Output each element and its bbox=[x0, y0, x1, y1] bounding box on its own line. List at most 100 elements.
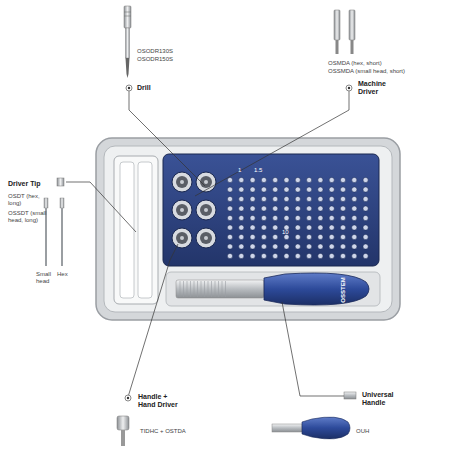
hand-driver-head bbox=[117, 416, 129, 430]
leader-lines bbox=[66, 89, 349, 397]
grid-socket bbox=[250, 253, 255, 258]
grid-socket bbox=[329, 225, 334, 230]
grid-socket bbox=[261, 196, 266, 201]
grid-socket bbox=[352, 187, 357, 192]
knurl-line bbox=[183, 281, 184, 297]
grid-socket bbox=[284, 206, 289, 211]
machine-driver-image bbox=[334, 10, 355, 54]
leader-line bbox=[128, 244, 178, 397]
grid-socket bbox=[284, 215, 289, 220]
drill-image bbox=[124, 6, 131, 78]
grid-socket bbox=[273, 177, 278, 182]
grid-socket bbox=[227, 225, 232, 230]
grid-socket bbox=[273, 196, 278, 201]
grid-socket bbox=[340, 244, 345, 249]
grid-socket bbox=[284, 187, 289, 192]
grid-socket bbox=[363, 196, 368, 201]
grid-socket bbox=[273, 206, 278, 211]
grid-socket bbox=[329, 244, 334, 249]
grid-socket bbox=[284, 244, 289, 249]
callout-bullet bbox=[126, 85, 132, 91]
part-label: OSODR150S bbox=[137, 56, 173, 63]
driver-body bbox=[334, 10, 340, 40]
grid-socket bbox=[273, 187, 278, 192]
grid-socket bbox=[340, 215, 345, 220]
grid-socket bbox=[329, 196, 334, 201]
callout-bullets bbox=[125, 85, 352, 401]
drill-shaft bbox=[126, 28, 130, 58]
drill-socket bbox=[172, 228, 192, 248]
knurl-line bbox=[204, 281, 205, 297]
part-label: Driver Tip bbox=[8, 180, 41, 188]
tip-rod bbox=[61, 208, 63, 266]
part-label: 1.5 bbox=[254, 167, 262, 174]
grid-socket bbox=[250, 234, 255, 239]
grid-socket bbox=[295, 177, 300, 182]
grid-socket bbox=[250, 244, 255, 249]
part-label: Hex bbox=[57, 271, 68, 278]
knurl-line bbox=[190, 281, 191, 297]
grid-socket bbox=[318, 253, 323, 258]
drill-socket-center bbox=[204, 236, 208, 240]
drill-shank bbox=[124, 6, 131, 28]
drill-socket bbox=[172, 200, 192, 220]
callout-bullet-dot bbox=[127, 397, 129, 399]
tray-outer bbox=[96, 138, 400, 320]
part-label: Small head bbox=[36, 271, 56, 285]
grid-socket bbox=[227, 196, 232, 201]
driver-tip-image bbox=[44, 178, 64, 266]
grid-socket bbox=[284, 234, 289, 239]
drill-block bbox=[163, 154, 379, 266]
grid-socket bbox=[329, 215, 334, 220]
grid-socket bbox=[352, 253, 357, 258]
drill-socket-center bbox=[180, 236, 184, 240]
grid-socket bbox=[307, 196, 312, 201]
knurl-line bbox=[215, 281, 216, 297]
drill-ring bbox=[124, 12, 131, 13]
grid-socket bbox=[318, 215, 323, 220]
hand-driver-shaft bbox=[176, 280, 264, 298]
driver-tip-icon bbox=[57, 178, 64, 186]
tip-slot bbox=[138, 162, 152, 298]
grid-socket bbox=[340, 225, 345, 230]
grid-socket bbox=[307, 215, 312, 220]
grid-socket bbox=[352, 244, 357, 249]
driver-tip bbox=[336, 40, 339, 54]
tray-inner bbox=[104, 146, 392, 312]
handle-grip bbox=[264, 273, 369, 305]
grid-socket bbox=[227, 187, 232, 192]
drill-socket-core bbox=[200, 204, 212, 216]
grid-socket bbox=[261, 177, 266, 182]
grid-socket bbox=[239, 187, 244, 192]
grid-socket bbox=[352, 177, 357, 182]
callout-bullet-dot bbox=[128, 87, 130, 89]
grid-socket bbox=[307, 225, 312, 230]
knurl-line bbox=[187, 281, 188, 297]
grid-socket bbox=[227, 244, 232, 249]
grid-socket bbox=[352, 225, 357, 230]
grid-socket bbox=[261, 234, 266, 239]
grid-socket bbox=[239, 244, 244, 249]
grid-socket bbox=[261, 253, 266, 258]
grid-socket bbox=[239, 196, 244, 201]
grid-socket bbox=[284, 253, 289, 258]
grid-socket bbox=[363, 206, 368, 211]
grid-socket bbox=[363, 253, 368, 258]
grid-socket bbox=[352, 206, 357, 211]
grid-socket bbox=[227, 253, 232, 258]
part-label: OSSMDA (small head, short) bbox=[328, 68, 405, 75]
grid-socket bbox=[318, 206, 323, 211]
drill-socket-core bbox=[176, 232, 188, 244]
grid-socket bbox=[295, 196, 300, 201]
grid-socket bbox=[261, 206, 266, 211]
grid-socket bbox=[273, 234, 278, 239]
grid-socket bbox=[340, 253, 345, 258]
grid-socket bbox=[239, 215, 244, 220]
tip-head bbox=[44, 198, 48, 208]
part-label: OSMDA (hex, short) bbox=[328, 60, 382, 67]
drill-socket-core bbox=[200, 176, 212, 188]
grid-socket bbox=[340, 234, 345, 239]
universal-handle-grip bbox=[302, 417, 350, 439]
knurl-line bbox=[225, 281, 226, 297]
grid-socket bbox=[239, 206, 244, 211]
